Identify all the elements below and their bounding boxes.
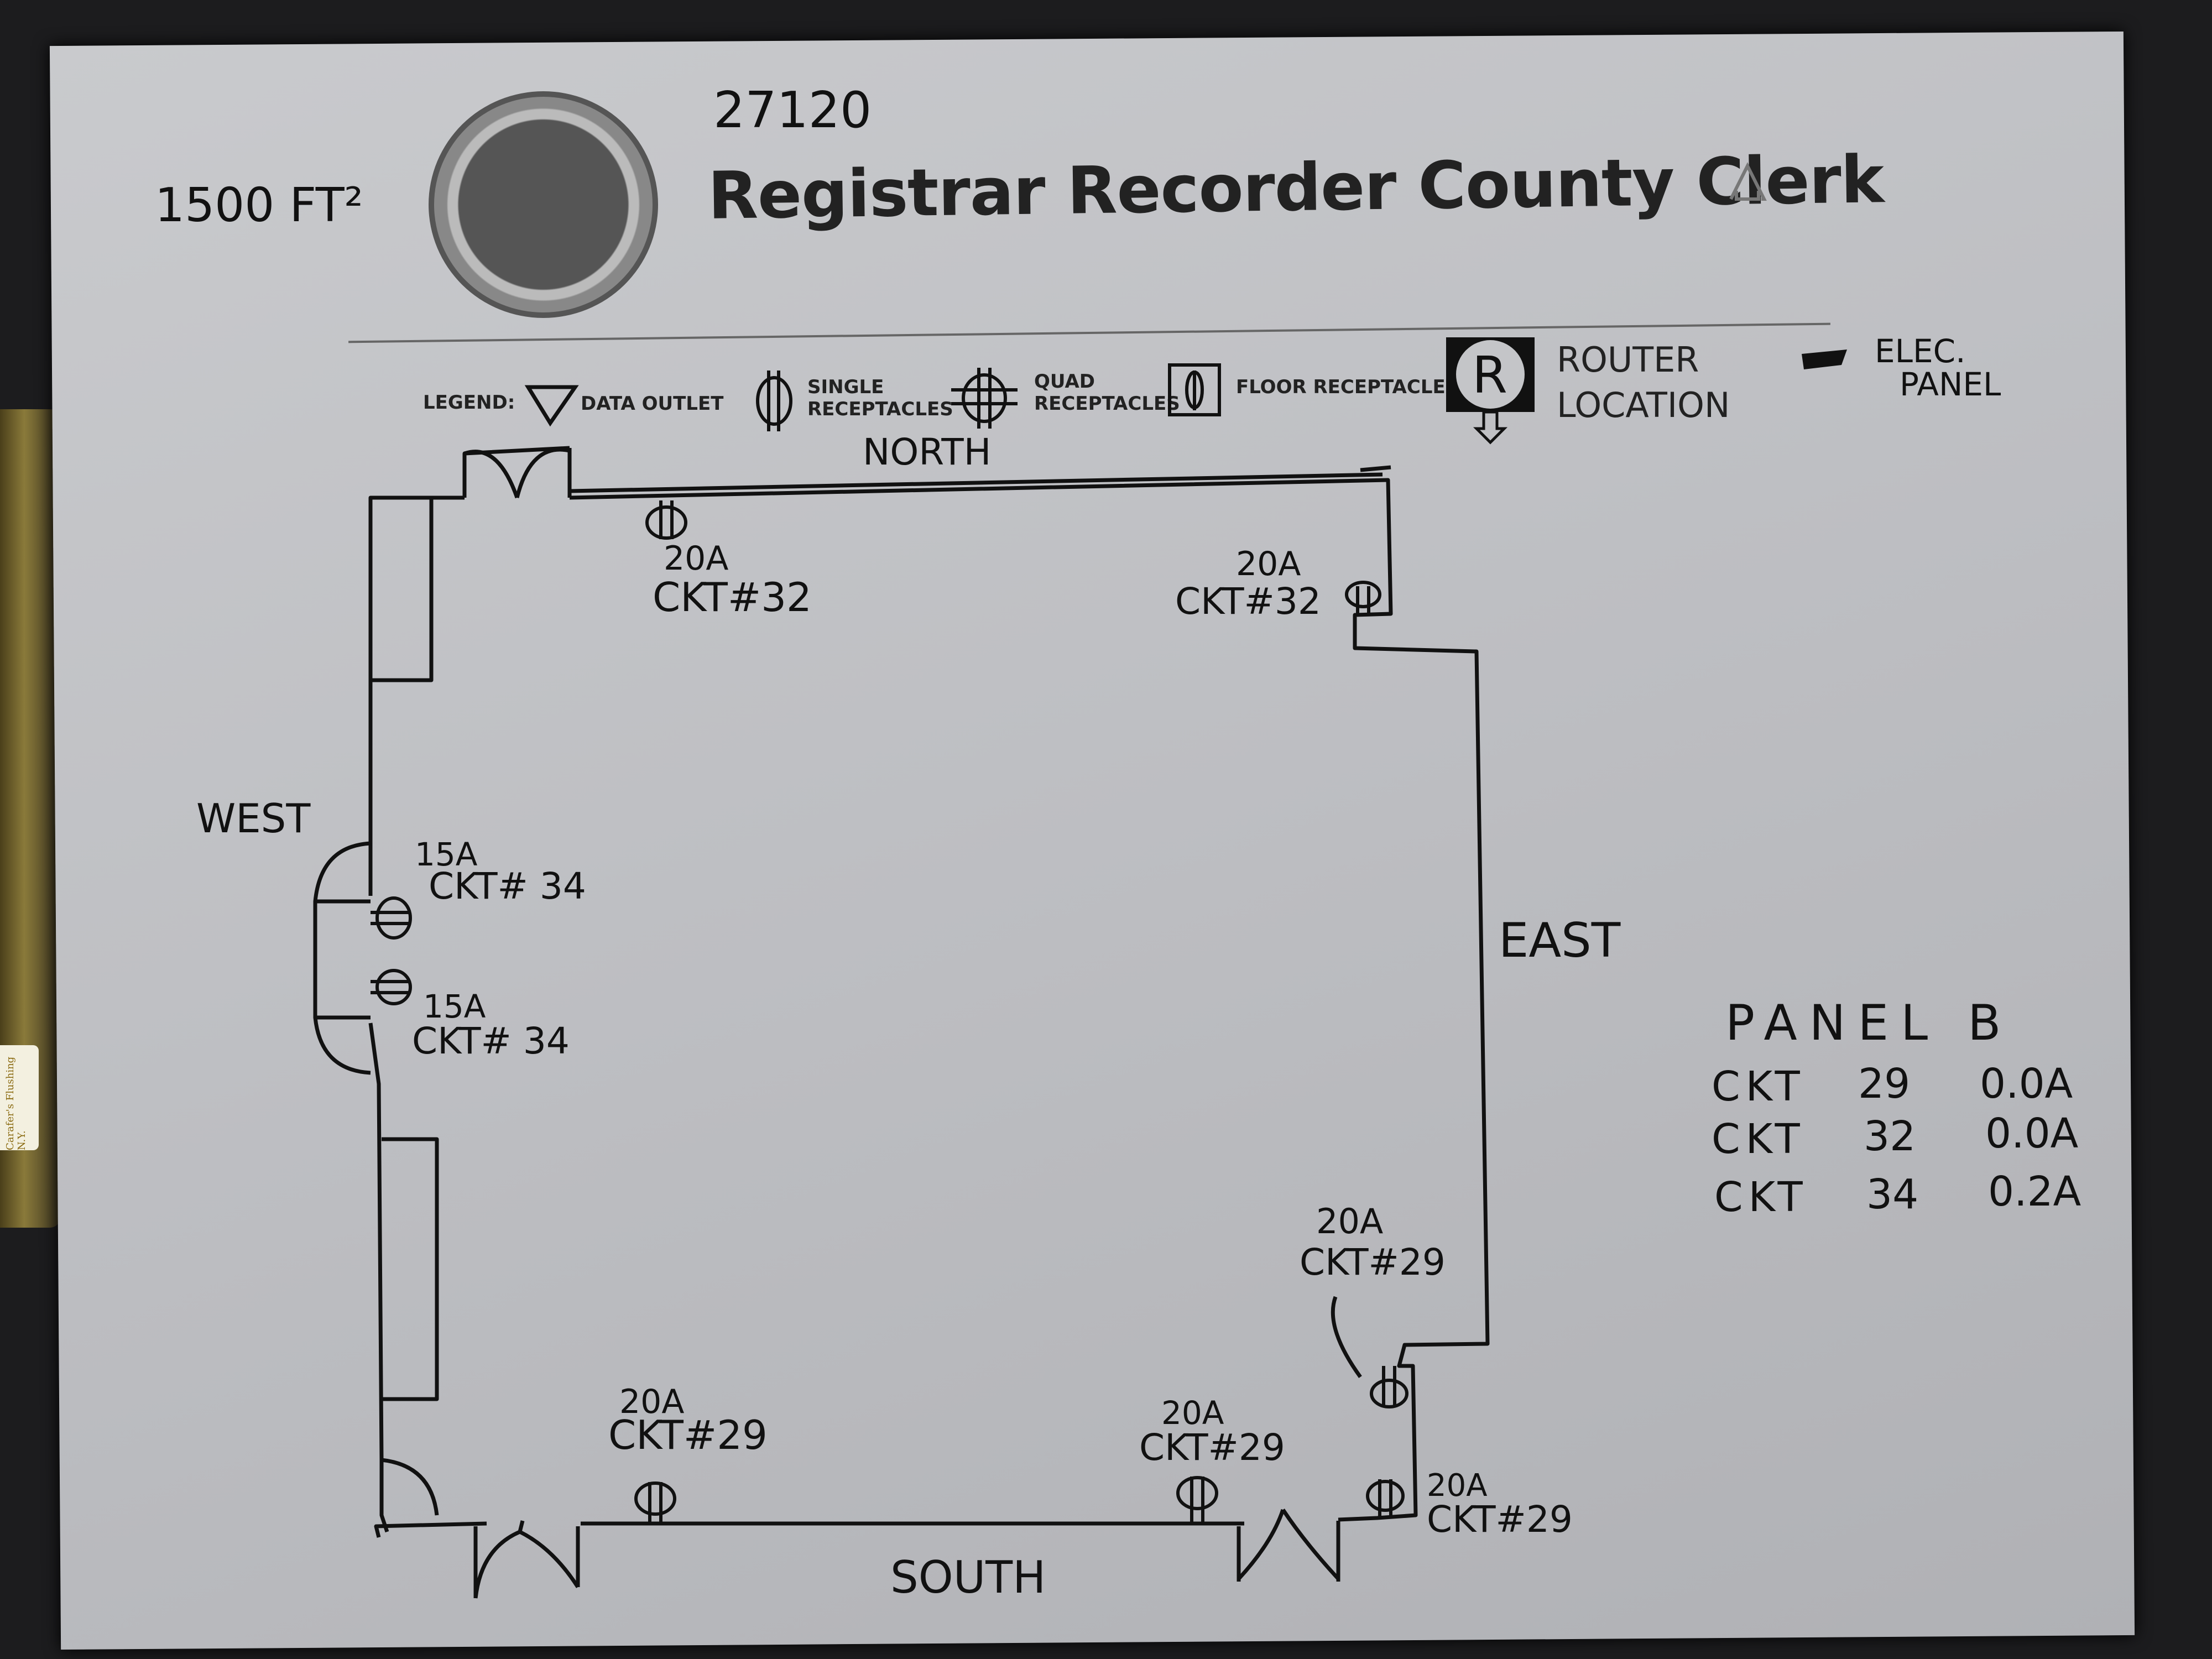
svg-text:20A: 20A [1427,1468,1488,1504]
home-icon [1729,162,1767,201]
label-north: NORTH [863,431,991,473]
svg-text:15A: 15A [415,836,478,873]
receptacle-label: 20A CKT#32 [1175,545,1321,623]
svg-text:CKT#32: CKT#32 [653,574,812,620]
handwritten-number: 27120 [713,81,872,139]
single-receptacle-icon [1176,1476,1218,1522]
svg-text:R: R [1472,346,1507,405]
receptacle-label: 20A CKT#29 [1139,1394,1285,1469]
receptacle-label: 20A CKT#29 [1427,1468,1573,1541]
svg-text:20A: 20A [664,539,728,578]
svg-text:CKT: CKT [1714,1173,1808,1221]
router-location-icon: R [1446,337,1535,445]
county-seal [429,91,658,318]
panel-b-table: PANEL B CKT 29 0.0A CKT 32 0.0A CKT 34 0… [1712,994,2081,1221]
svg-text:20A: 20A [1161,1394,1224,1432]
legend-router-location: ROUTER LOCATION [1557,340,1730,425]
elec-panel-label-line1: ELEC. [1875,332,1966,370]
single-receptacle-icon [1366,1479,1405,1518]
svg-text:32: 32 [1864,1113,1916,1160]
svg-text:CKT# 34: CKT# 34 [429,865,586,907]
receptacle-label: 15A CKT# 34 [412,988,570,1062]
panel-row: CKT 34 0.2A [1714,1168,2081,1221]
svg-text:CKT#29: CKT#29 [1300,1241,1446,1284]
clipboard-sticker: Carafer's Flushing N.Y. [0,1045,39,1150]
single-receptacle-icon [371,969,412,1005]
door-arcs [313,447,1362,1599]
single-receptacle-icon [1370,1366,1408,1408]
svg-text:0.2A: 0.2A [1988,1168,2081,1215]
floor-receptacle-icon [1168,363,1221,416]
receptacle-label: 20A CKT#32 [653,539,812,620]
svg-text:CKT#32: CKT#32 [1175,580,1321,623]
svg-text:29: 29 [1858,1060,1910,1108]
panel-row: CKT 32 0.0A [1712,1110,2079,1163]
legend-quad-receptacles: QUAD RECEPTACLES [1034,371,1180,415]
svg-text:CKT#29: CKT#29 [1427,1498,1573,1541]
data-outlet-triangle-icon [524,385,579,427]
single-receptacle-icon [1345,581,1381,614]
elec-panel-label-line2: PANEL [1900,366,2001,403]
quad-receptacle-icon [951,368,1018,429]
label-west: WEST [196,795,311,842]
svg-text:20A: 20A [1316,1201,1383,1241]
single-receptacle-icon [645,500,687,540]
single-receptacle-icon [756,371,792,431]
svg-text:0.0A: 0.0A [1980,1060,2073,1108]
legend-label: LEGEND: [423,392,515,414]
svg-text:20A: 20A [619,1383,684,1421]
receptacle-label: 20A CKT#29 [1300,1201,1446,1284]
receptacle-label: 15A CKT# 34 [415,836,586,907]
panel-row: CKT 29 0.0A [1712,1060,2073,1110]
svg-text:34: 34 [1866,1171,1918,1218]
svg-text:CKT: CKT [1712,1063,1806,1110]
elec-panel-icon [1802,349,1847,369]
svg-text:0.0A: 0.0A [1985,1110,2079,1157]
single-receptacle-icon [634,1481,676,1524]
svg-text:CKT#29: CKT#29 [1139,1426,1285,1469]
label-east: EAST [1499,913,1621,968]
legend-floor-receptacles: FLOOR RECEPTACLES [1236,376,1459,398]
svg-text:CKT# 34: CKT# 34 [412,1020,570,1062]
svg-text:CKT#29: CKT#29 [608,1412,768,1458]
legend-data-outlet: DATA OUTLET [581,393,724,415]
svg-text:20A: 20A [1236,545,1301,583]
svg-text:CKT: CKT [1712,1115,1806,1163]
svg-text:15A: 15A [423,988,486,1025]
panel-title: PANEL B [1725,994,2013,1051]
area-label: 1500 FT² [155,178,363,233]
legend-single-receptacles: SINGLE RECEPTACLES [807,376,953,420]
single-receptacle-icon [371,896,412,940]
receptacle-label: 20A CKT#29 [608,1383,768,1458]
label-south: SOUTH [890,1552,1046,1603]
